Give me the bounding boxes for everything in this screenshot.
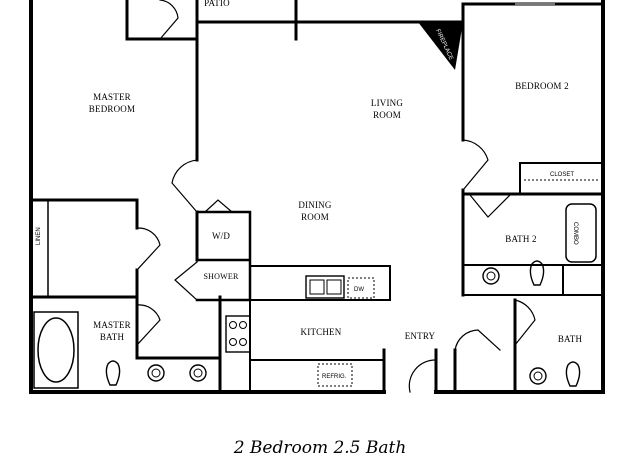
bath-wall — [453, 298, 517, 394]
stove-icon — [225, 315, 251, 353]
door-swing-patio — [159, 0, 179, 40]
door-swing-bath-lower — [454, 329, 501, 351]
door-swing-master — [171, 159, 198, 213]
dw-label: DW — [354, 287, 364, 293]
room-label-shower: SHOWER — [204, 272, 239, 281]
burner-icon — [239, 338, 247, 346]
closet-label: CLOSET — [550, 172, 574, 178]
room-label-master-bedroom-1: MASTER — [93, 92, 131, 102]
room-label-dining-2: ROOM — [301, 212, 329, 222]
door-swing-closet — [136, 227, 161, 271]
combo-label: COMBO — [572, 222, 578, 245]
room-label-dining-1: DINING — [298, 200, 331, 210]
door-swing-bath2 — [469, 194, 511, 218]
kitchen-sink-icon — [309, 279, 325, 295]
outer-wall — [29, 0, 386, 394]
closet-wall — [519, 162, 601, 195]
refrig-label: REFRIG. — [322, 374, 347, 380]
wd-wall — [195, 210, 252, 302]
sink-icon — [151, 368, 161, 378]
entry-wall — [382, 348, 438, 394]
room-label-living-1: LIVING — [371, 98, 403, 108]
door-swing-masterbath — [136, 304, 161, 346]
room-label-kitchen: KITCHEN — [301, 327, 342, 337]
room-label-master-bedroom-2: BEDROOM — [89, 104, 135, 114]
room-label-bedroom2: BEDROOM 2 — [515, 81, 569, 91]
plan-caption: 2 Bedroom 2.5 Bath — [233, 438, 407, 458]
master-tub-basin — [37, 317, 75, 383]
kitchen-sink-icon — [305, 275, 345, 299]
toilet-icon — [105, 360, 121, 386]
sink-icon — [482, 267, 500, 285]
toilet-icon — [565, 361, 581, 387]
toilet-icon — [529, 260, 545, 286]
patio-wall — [125, 0, 298, 41]
room-label-living-2: ROOM — [373, 110, 401, 120]
sink-icon — [193, 368, 203, 378]
kitchen-counter — [249, 265, 391, 301]
door-swing-entry — [408, 359, 437, 393]
door-swing-wd — [204, 199, 233, 213]
sink-icon — [533, 371, 543, 381]
burner-icon — [239, 321, 247, 329]
room-label-bath2: BATH 2 — [505, 234, 536, 244]
sink-icon — [147, 364, 165, 382]
master-tub — [33, 311, 79, 389]
master-bath-wall — [135, 295, 222, 394]
burner-icon — [229, 321, 237, 329]
sink-icon — [486, 271, 496, 281]
master-closet-wall — [29, 198, 139, 299]
linen-label: LINEN — [36, 227, 42, 245]
dishwasher-icon — [347, 277, 375, 299]
room-label-master-bath-2: BATH — [100, 332, 125, 342]
kitchen-sink-icon — [326, 279, 342, 295]
burner-icon — [229, 338, 237, 346]
sink-icon — [529, 367, 547, 385]
room-label-patio: PATIO — [204, 0, 230, 8]
refrigerator-icon — [317, 363, 353, 387]
outer-wall-right — [434, 0, 605, 394]
fireplace-icon — [418, 22, 463, 70]
door-swing-bath — [514, 299, 536, 346]
combo-tub — [565, 203, 597, 263]
door-swing-bedroom2 — [462, 139, 489, 191]
door-swing-shower — [174, 261, 198, 301]
sink-icon — [189, 364, 207, 382]
room-label-wd: W/D — [212, 231, 230, 241]
room-label-master-bath-1: MASTER — [93, 320, 131, 330]
kitchen-wall — [249, 299, 301, 393]
room-label-bath: BATH — [558, 334, 583, 344]
room-label-entry: ENTRY — [405, 331, 436, 341]
